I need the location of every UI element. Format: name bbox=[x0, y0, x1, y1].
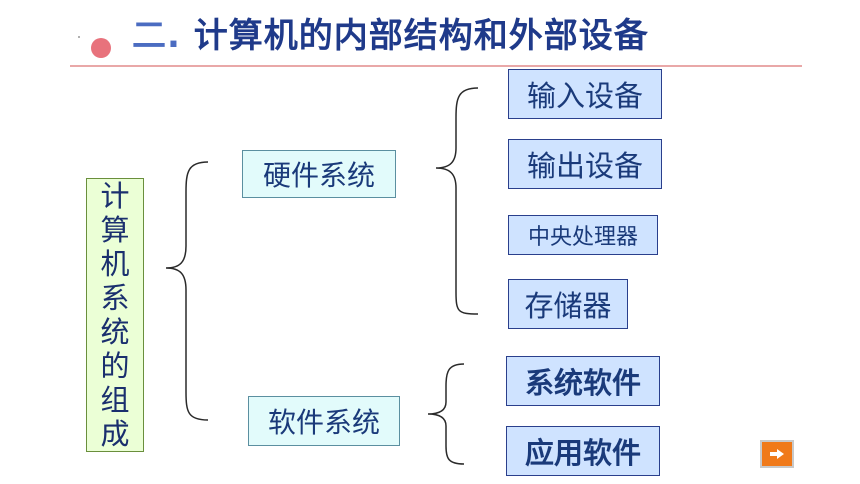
root-brace bbox=[165, 161, 209, 421]
software-brace bbox=[427, 363, 465, 465]
root-char: 统 bbox=[100, 315, 130, 349]
root-char: 算 bbox=[100, 213, 130, 247]
bullet-dot-small bbox=[78, 36, 80, 38]
memory-box: 存储器 bbox=[508, 279, 628, 329]
hardware-box: 硬件系统 bbox=[242, 150, 396, 198]
title-prefix: 二. bbox=[132, 16, 181, 56]
system-software-box: 系统软件 bbox=[506, 356, 660, 406]
root-char: 计 bbox=[100, 179, 130, 213]
input-device-box: 输入设备 bbox=[508, 69, 662, 119]
root-box: 计 算 机 系 统 的 组 成 bbox=[86, 178, 144, 452]
next-slide-button[interactable] bbox=[760, 440, 794, 468]
application-software-box: 应用软件 bbox=[506, 426, 660, 476]
software-box: 软件系统 bbox=[248, 396, 400, 446]
hardware-brace bbox=[435, 87, 479, 315]
bullet-dot bbox=[91, 38, 111, 58]
root-char: 机 bbox=[100, 247, 130, 281]
page-title: 二. 计算机的内部结构和外部设备 bbox=[132, 8, 649, 57]
root-char: 组 bbox=[100, 383, 130, 417]
cpu-box: 中央处理器 bbox=[508, 215, 658, 255]
root-char: 成 bbox=[100, 417, 130, 451]
output-device-box: 输出设备 bbox=[508, 139, 662, 189]
arrow-right-icon bbox=[770, 449, 784, 459]
title-text: 计算机的内部结构和外部设备 bbox=[180, 16, 649, 56]
root-char: 系 bbox=[100, 281, 130, 315]
root-char: 的 bbox=[100, 349, 130, 383]
title-divider bbox=[70, 65, 802, 67]
